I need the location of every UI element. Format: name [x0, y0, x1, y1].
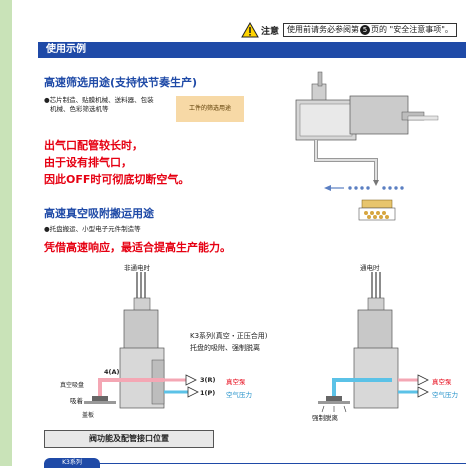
right-vacuum-pump-label: 真空泵: [432, 378, 452, 386]
forced-release-label: 强制脱离: [312, 414, 338, 422]
left-valve-illustration: [84, 272, 199, 409]
port-3-label: 3(R): [200, 376, 216, 384]
k3-caption-line2: 托盘的吸附、强制脱离: [190, 344, 260, 352]
vacuum-pump-label: 真空泵: [226, 378, 246, 386]
tray-label: 盖板: [82, 412, 95, 419]
right-diagram-title: 通电时: [360, 264, 380, 272]
footer-line: [44, 463, 466, 464]
workpiece-sorting-tag: 工件的筛选用途: [176, 96, 244, 122]
caution-notice: 注意 使用前请务必参阅第 5 页的 "安全注意事项"。: [241, 22, 457, 38]
left-diagram-title: 非通电时: [124, 264, 150, 272]
vacuum-pad-label: 真空吸盘: [60, 382, 85, 389]
section-title-bar: 使用示例: [38, 42, 466, 58]
right-valve-illustration: [318, 272, 429, 413]
example1-red-line2: 由于设有排气口，: [44, 156, 132, 169]
k3-caption-line1: K3系列(真空・正压合用): [190, 332, 268, 340]
port-4-label: 4(A): [104, 368, 120, 376]
k3-series-caption: K3系列(真空・正压合用) 托盘的吸附、强制脱离: [190, 330, 268, 354]
example2-note: ●托盘搬运、小型电子元件制造等: [44, 225, 141, 233]
example1-red-line3: 因此OFF时可彻底切断空气。: [44, 173, 190, 186]
caution-reference: 使用前请务必参阅第 5 页的 "安全注意事项"。: [283, 23, 457, 37]
example2-heading: 高速真空吸附搬运用途: [44, 207, 154, 220]
example2-red-line: 凭借高速响应，最适合提高生产能力。: [44, 241, 231, 254]
example1-note-line1: ●芯片制造、贴膜机械、送料器、包装: [44, 96, 154, 104]
parts-tray-illustration: [358, 199, 396, 221]
air-blow-dots: [324, 185, 404, 191]
left-edge-bar: [0, 0, 12, 466]
example1-note-line2: 机械、色彩筛选机等: [50, 105, 109, 113]
air-pressure-label: 空气压力: [226, 391, 252, 399]
caution-text-after: 页的 "安全注意事项"。: [371, 25, 453, 34]
caution-text-before: 使用前请务必参阅第: [287, 25, 360, 34]
warning-icon: [241, 22, 259, 38]
sorting-valve-illustration: [295, 71, 439, 186]
caution-word: 注意: [261, 26, 280, 37]
k3-series-tab: K3系列: [44, 458, 100, 468]
right-air-pressure-label: 空气压力: [432, 391, 458, 399]
example1-red-line1: 出气口配管较长时，: [44, 139, 143, 152]
suction-label: 吸着: [70, 397, 83, 405]
valve-function-box: 阀功能及配管接口位置: [44, 430, 214, 448]
port-1-label: 1(P): [200, 389, 216, 397]
caution-page-number: 5: [360, 25, 371, 35]
example1-heading: 高速筛选用途(支持快节奏生产): [44, 76, 198, 89]
